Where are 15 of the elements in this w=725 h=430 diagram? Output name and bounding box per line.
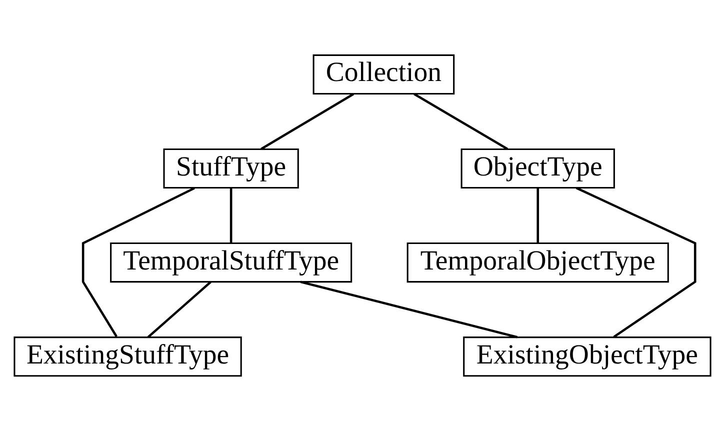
connector <box>82 186 195 337</box>
connector <box>576 186 696 338</box>
node-box: ExistingStuffType <box>14 336 242 376</box>
node-box: StuffType <box>163 148 299 188</box>
node-box: ObjectType <box>460 148 615 188</box>
connector <box>147 280 212 338</box>
node-box: TemporalStuffType <box>110 242 352 282</box>
connector <box>536 188 540 243</box>
node-box: TemporalObjectType <box>406 242 669 282</box>
connector <box>300 280 518 338</box>
node-box: Collection <box>312 54 455 94</box>
connector <box>414 92 508 150</box>
connector <box>260 92 354 150</box>
node-box: ExistingObjectType <box>463 336 712 376</box>
connector <box>230 188 232 243</box>
